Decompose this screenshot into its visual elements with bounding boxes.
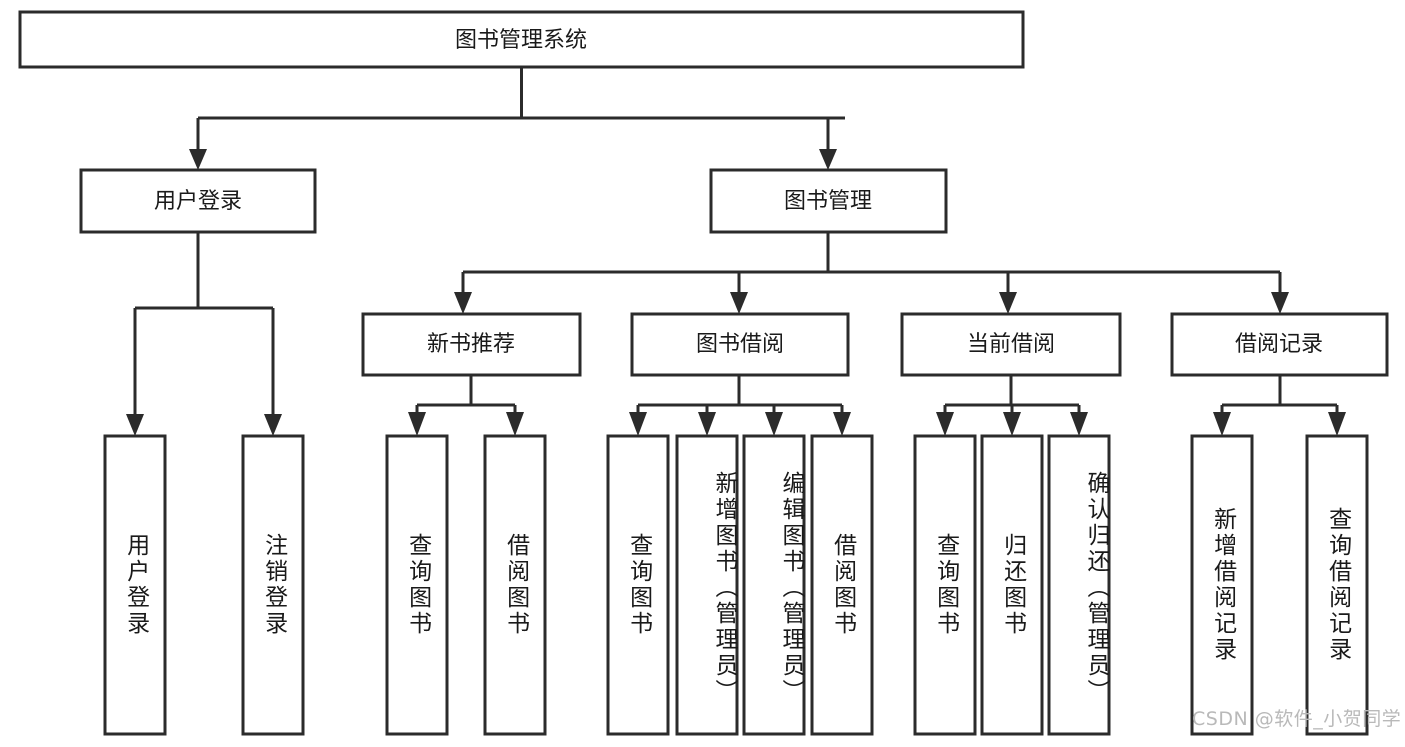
arrow-to-new-book-recommend bbox=[454, 292, 472, 314]
arrow-to-current-borrow bbox=[999, 292, 1017, 314]
node-book-borrow-box[interactable] bbox=[630, 312, 850, 377]
arrow-to-book-borrow bbox=[730, 292, 748, 314]
arrow-to-leaf-query-book-1 bbox=[408, 412, 426, 436]
node-book-management-label: 图书管理 bbox=[784, 189, 872, 214]
node-current-borrow[interactable]: 当前借阅 bbox=[900, 312, 1122, 377]
leaf-box-borrow-book-2[interactable] bbox=[810, 434, 874, 736]
leaf-box-query-record[interactable] bbox=[1305, 434, 1369, 736]
node-user-login[interactable]: 用户登录 bbox=[79, 168, 317, 234]
connector-group-new-book-recommend bbox=[408, 375, 524, 436]
node-user-login-label: 用户登录 bbox=[154, 189, 242, 214]
leaf-box-confirm-return[interactable] bbox=[1047, 434, 1111, 736]
connector-group-borrow-record bbox=[1213, 375, 1346, 436]
leaf-box-query-book-3[interactable] bbox=[913, 434, 977, 736]
node-root-label: 图书管理系统 bbox=[455, 28, 587, 53]
node-book-borrow-label: 图书借阅 bbox=[696, 332, 784, 357]
arrow-root-to-book-mgmt bbox=[819, 149, 837, 170]
node-new-book-recommend-label: 新书推荐 bbox=[427, 332, 515, 357]
node-new-book-recommend-box[interactable] bbox=[361, 312, 582, 377]
arrow-to-leaf-confirm-return bbox=[1070, 412, 1088, 436]
connector-group-user-login bbox=[126, 232, 282, 436]
node-user-login-box[interactable] bbox=[79, 168, 317, 234]
node-current-borrow-box[interactable] bbox=[900, 312, 1122, 377]
leaf-box-borrow-book-1[interactable] bbox=[483, 434, 547, 736]
arrow-to-leaf-query-book-2 bbox=[629, 412, 647, 436]
node-book-management[interactable]: 图书管理 bbox=[709, 168, 948, 234]
arrow-to-leaf-return-book bbox=[1003, 412, 1021, 436]
node-current-borrow-label: 当前借阅 bbox=[967, 332, 1055, 357]
leaf-box-add-book[interactable] bbox=[675, 434, 739, 736]
connector-group-current-borrow bbox=[936, 375, 1088, 436]
leaf-box-query-book-1[interactable] bbox=[385, 434, 449, 736]
node-borrow-record[interactable]: 借阅记录 bbox=[1170, 312, 1389, 377]
node-book-management-box[interactable] bbox=[709, 168, 948, 234]
arrow-to-leaf-add-record bbox=[1213, 412, 1231, 436]
arrow-to-leaf-logout bbox=[264, 414, 282, 436]
node-borrow-record-box[interactable] bbox=[1170, 312, 1389, 377]
csdn-watermark: CSDN @软件_小贺同学 bbox=[1192, 708, 1402, 730]
connector-group-root bbox=[189, 67, 845, 170]
node-book-borrow[interactable]: 图书借阅 bbox=[630, 312, 850, 377]
arrow-to-leaf-user-login bbox=[126, 414, 144, 436]
node-root-box[interactable] bbox=[18, 10, 1025, 69]
arrow-to-leaf-query-book-3 bbox=[936, 412, 954, 436]
connector-group-book-borrow bbox=[629, 375, 851, 436]
leaf-box-return-book[interactable] bbox=[980, 434, 1044, 736]
node-root[interactable]: 图书管理系统 bbox=[18, 10, 1025, 69]
connector-group-book-mgmt bbox=[454, 232, 1289, 314]
leaf-box-edit-book[interactable] bbox=[742, 434, 806, 736]
arrow-root-to-user-login bbox=[189, 149, 207, 170]
arrow-to-leaf-borrow-book-1 bbox=[506, 412, 524, 436]
arrow-to-leaf-borrow-book-2 bbox=[833, 412, 851, 436]
node-new-book-recommend[interactable]: 新书推荐 bbox=[361, 312, 582, 377]
leaf-box-logout[interactable] bbox=[241, 434, 305, 736]
arrow-to-leaf-add-book bbox=[698, 412, 716, 436]
node-borrow-record-label: 借阅记录 bbox=[1235, 332, 1323, 357]
arrow-to-borrow-record bbox=[1271, 292, 1289, 314]
leaf-box-query-book-2[interactable] bbox=[606, 434, 670, 736]
leaf-box-user-login[interactable] bbox=[103, 434, 167, 736]
arrow-to-leaf-query-record bbox=[1328, 412, 1346, 436]
leaf-box-add-record[interactable] bbox=[1190, 434, 1254, 736]
arrow-to-leaf-edit-book bbox=[765, 412, 783, 436]
leaf-boxes bbox=[103, 434, 1369, 736]
